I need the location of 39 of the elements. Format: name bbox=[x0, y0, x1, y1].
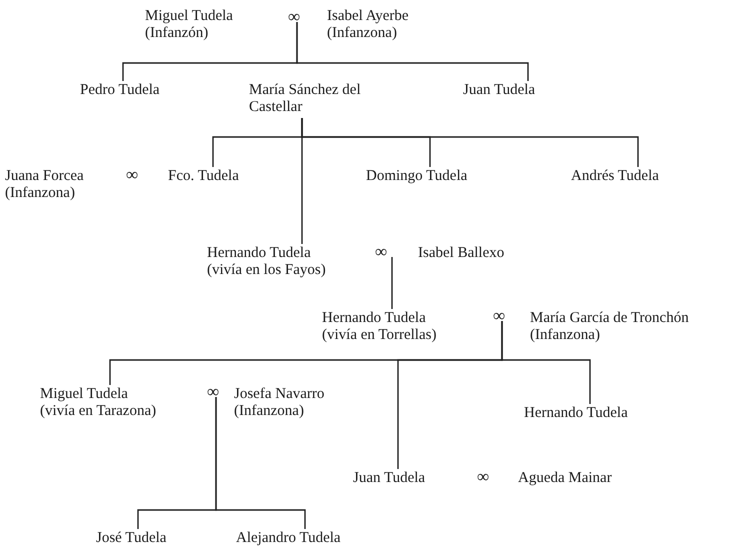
person-name: Hernando Tudela bbox=[322, 310, 427, 327]
person-note: (Infanzona) bbox=[530, 327, 601, 344]
marriage-symbol: ∞ bbox=[493, 307, 506, 324]
person-name: María Sánchez del Castellar bbox=[249, 82, 362, 116]
person-name: Miguel Tudela bbox=[40, 386, 129, 403]
person-name: José Tudela bbox=[96, 530, 166, 547]
person-name: Pedro Tudela bbox=[80, 82, 160, 99]
family-line bbox=[215, 397, 306, 529]
person-name: Agueda Mainar bbox=[518, 470, 612, 487]
person-note: (Infanzona) bbox=[234, 403, 305, 420]
person-name: Juana Forcea bbox=[5, 168, 84, 185]
person-name: Fco. Tudela bbox=[168, 168, 239, 185]
family-line bbox=[391, 257, 393, 309]
marriage-symbol: ∞ bbox=[288, 8, 300, 25]
person-note: (Infanzón) bbox=[145, 25, 210, 42]
person-name: Hernando Tudela bbox=[524, 405, 628, 422]
person-name: Andrés Tudela bbox=[571, 168, 659, 185]
marriage-symbol: ∞ bbox=[375, 243, 388, 260]
person-name: María García de Tronchón bbox=[530, 310, 689, 327]
person-name: Isabel Ballexo bbox=[418, 245, 504, 262]
family-line bbox=[296, 22, 529, 81]
family-line bbox=[301, 118, 639, 167]
marriage-symbol: ∞ bbox=[207, 383, 220, 400]
person-name: Isabel Ayerbe bbox=[327, 8, 409, 25]
marriage-symbol: ∞ bbox=[477, 468, 490, 485]
person-name: Hernando Tudela bbox=[207, 245, 312, 262]
person-name: Domingo Tudela bbox=[366, 168, 468, 185]
family-line bbox=[501, 321, 591, 404]
person-note: (vivía en Tarazona) bbox=[40, 403, 156, 420]
person-note: (Infanzona) bbox=[5, 185, 76, 202]
person-name: Josefa Navarro bbox=[234, 386, 324, 403]
person-name: Juan Tudela bbox=[463, 82, 536, 99]
person-name: Alejandro Tudela bbox=[236, 530, 341, 547]
marriage-symbol: ∞ bbox=[126, 166, 138, 183]
person-note: (Infanzona) bbox=[327, 25, 398, 42]
person-note: (vivía en los Fayos) bbox=[207, 262, 326, 279]
person-name: Miguel Tudela bbox=[145, 8, 233, 25]
person-note: (vivía en Torrellas) bbox=[322, 327, 436, 344]
person-name: Juan Tudela bbox=[353, 470, 426, 487]
